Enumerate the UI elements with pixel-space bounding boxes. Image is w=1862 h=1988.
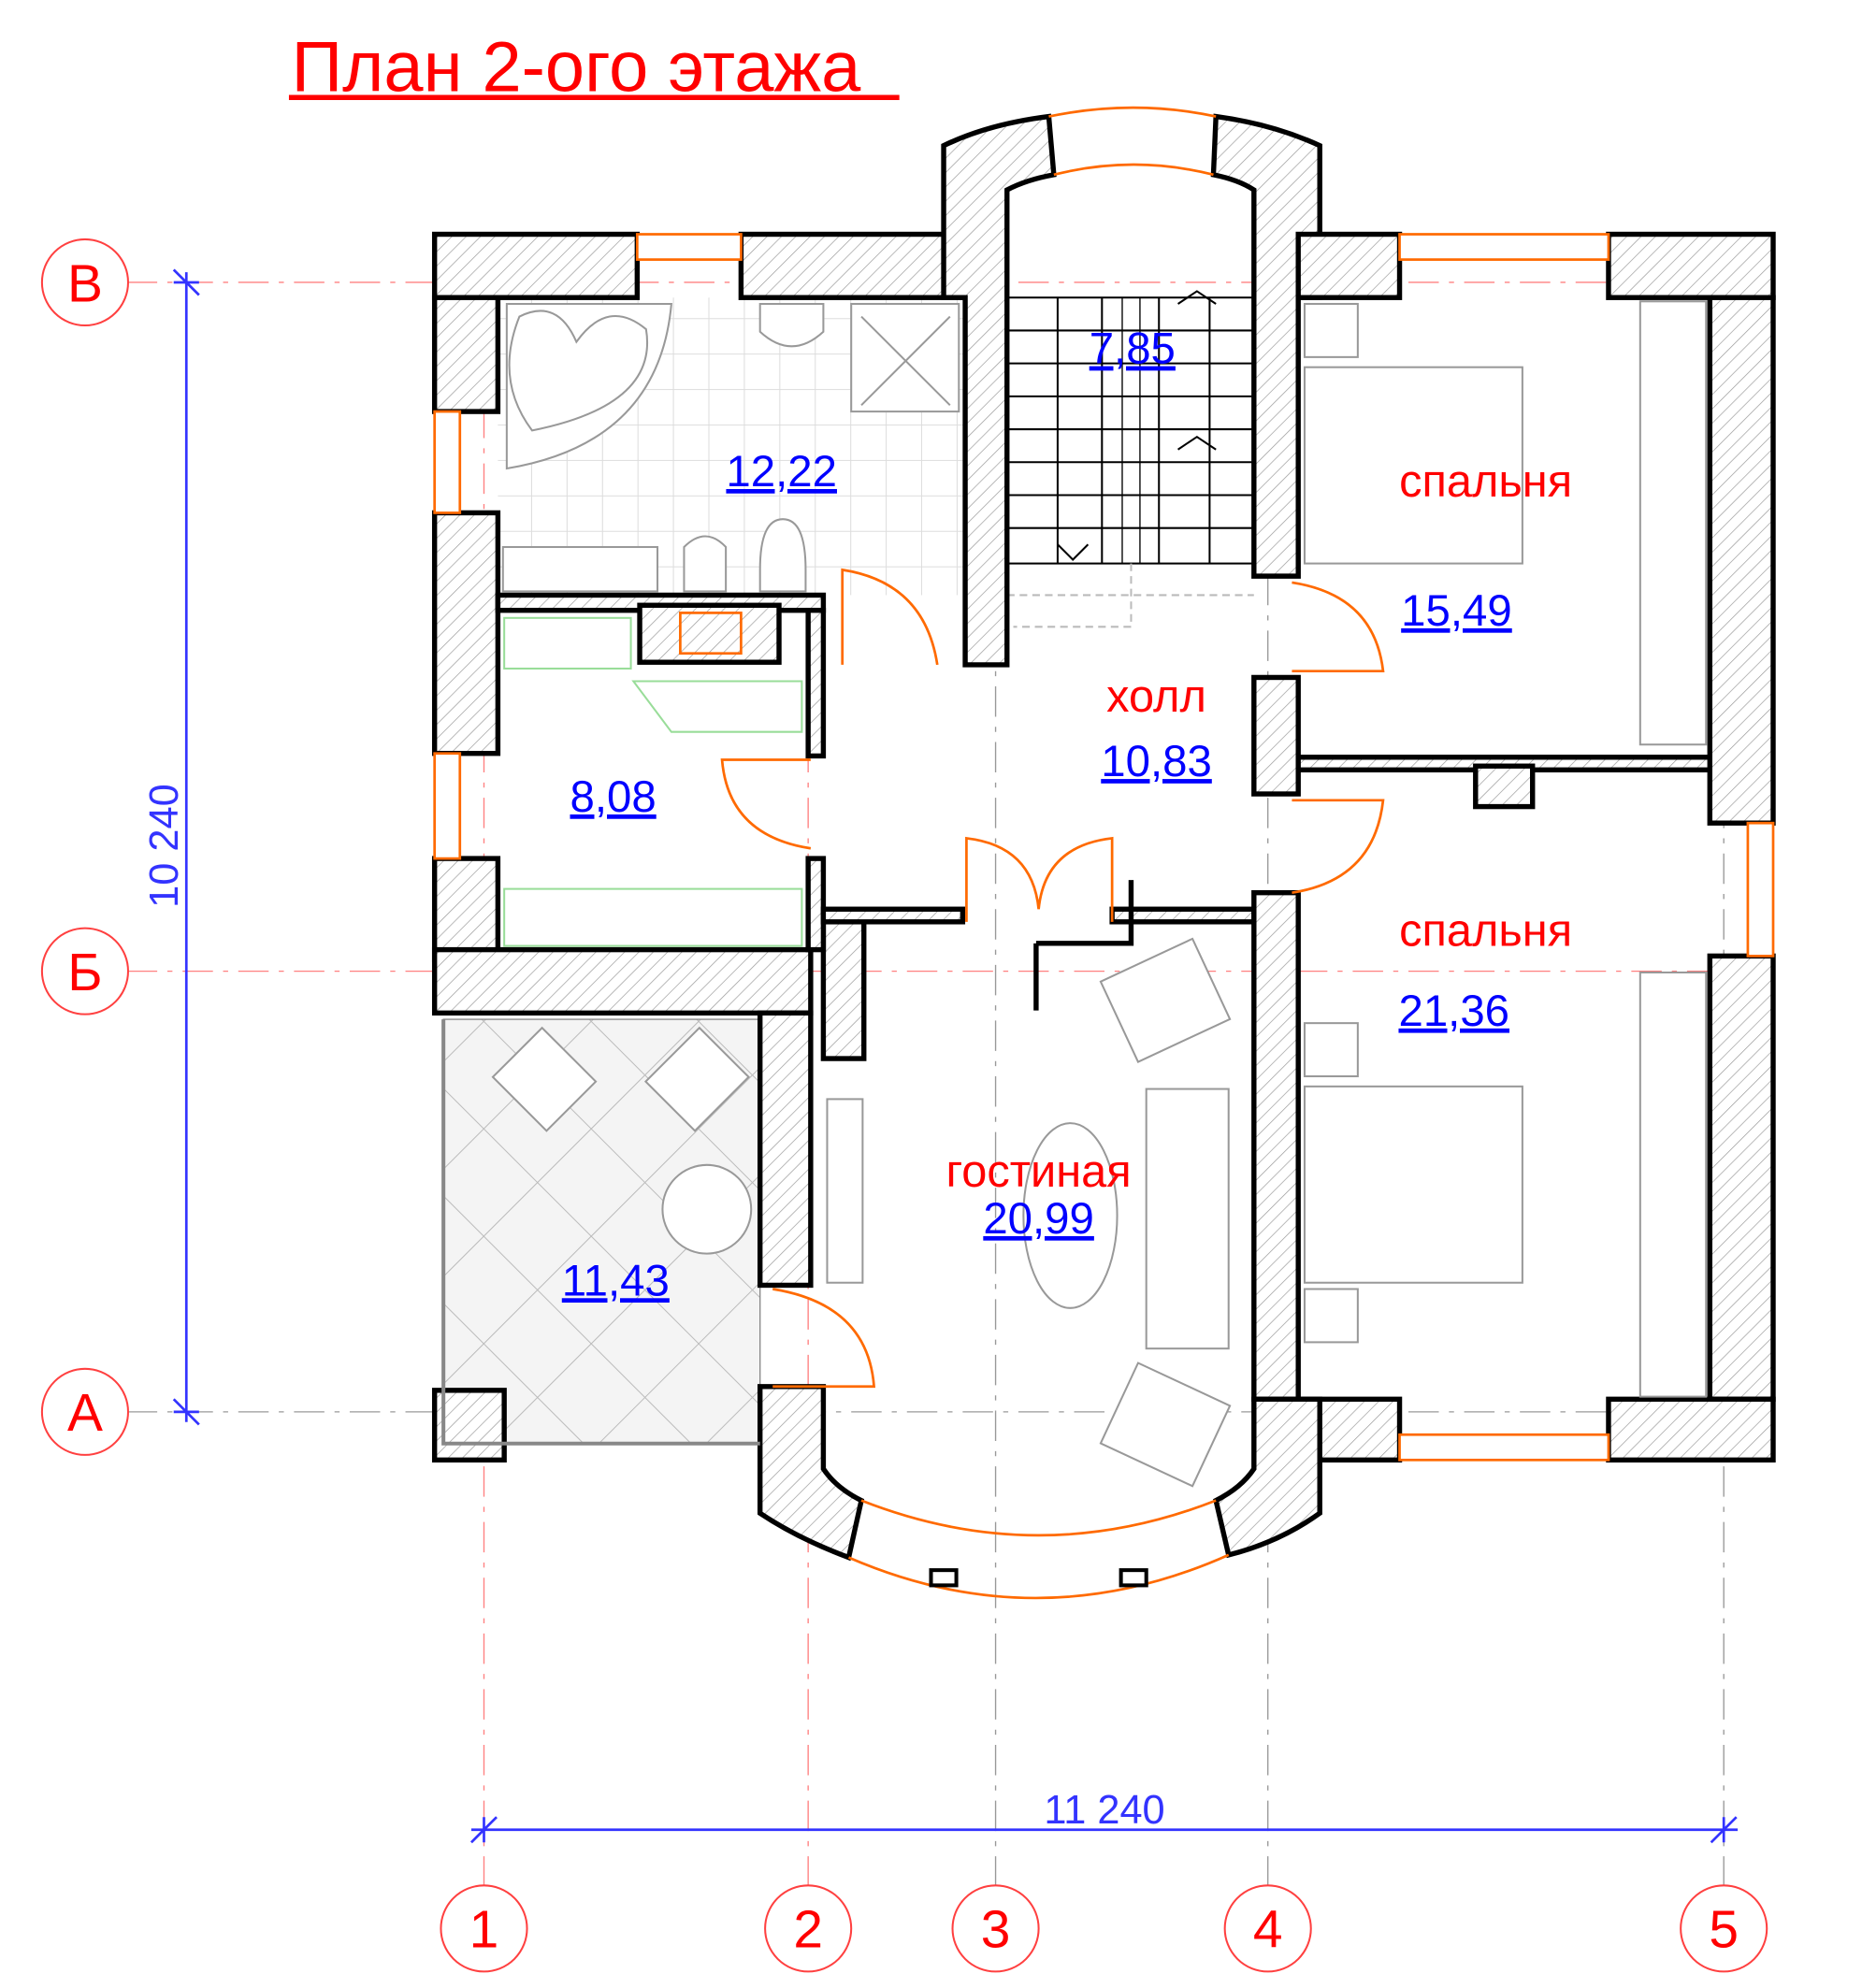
axis-row-a: А bbox=[67, 1384, 103, 1443]
dimension-vertical: 10 240 bbox=[142, 268, 200, 1426]
axis-row-v: В bbox=[67, 254, 103, 313]
name-bedroom-2: спальня bbox=[1399, 906, 1572, 957]
area-bedroom-1: 15,49 bbox=[1401, 586, 1512, 636]
doors bbox=[720, 568, 1385, 1389]
plan-title: План 2-ого этажа bbox=[292, 27, 861, 107]
area-stair: 7,85 bbox=[1090, 324, 1176, 374]
svg-text:11 240: 11 240 bbox=[1044, 1788, 1164, 1833]
axis-row-b: Б bbox=[67, 944, 102, 1002]
area-bedroom-2: 21,36 bbox=[1398, 987, 1509, 1036]
axis-col-4: 4 bbox=[1253, 1901, 1283, 1960]
room-labels: 12,22 7,85 спальня 15,49 холл 10,83 8,08… bbox=[562, 324, 1572, 1306]
axis-col-3: 3 bbox=[981, 1901, 1011, 1960]
axis-bubbles bbox=[40, 238, 1768, 1973]
staircase bbox=[1005, 290, 1255, 628]
area-closet: 8,08 bbox=[570, 772, 657, 822]
axis-col-5: 5 bbox=[1709, 1901, 1739, 1960]
dimension-horizontal: 11 240 bbox=[469, 1788, 1739, 1844]
area-balcony: 11,43 bbox=[562, 1256, 670, 1305]
name-living: гостиная bbox=[946, 1146, 1132, 1197]
furniture bbox=[491, 300, 1708, 1488]
area-bathroom: 12,22 bbox=[726, 447, 837, 497]
axis-labels: В Б А 1 2 3 4 5 bbox=[67, 254, 1739, 1959]
svg-text:10 240: 10 240 bbox=[142, 784, 187, 908]
windows bbox=[433, 106, 1775, 1600]
area-living: 20,99 bbox=[983, 1194, 1094, 1244]
name-hall: холл bbox=[1106, 671, 1206, 722]
name-bedroom-1: спальня bbox=[1399, 456, 1572, 507]
axis-col-2: 2 bbox=[793, 1901, 823, 1960]
axis-col-1: 1 bbox=[469, 1901, 499, 1960]
area-hall: 10,83 bbox=[1101, 737, 1212, 786]
